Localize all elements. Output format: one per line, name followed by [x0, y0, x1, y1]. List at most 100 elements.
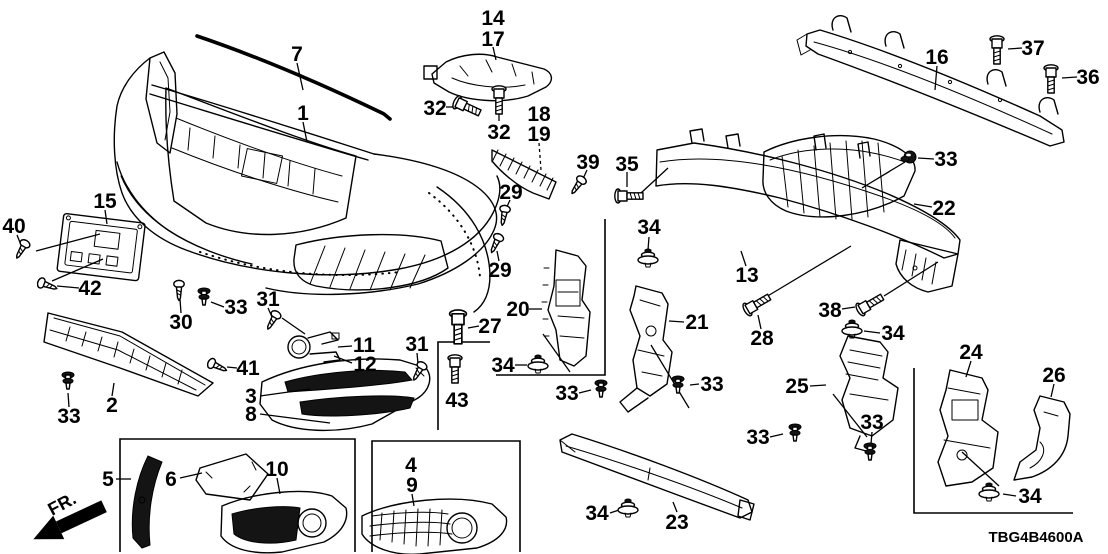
part-13-lower-beam — [655, 128, 961, 293]
callout-36-12: 36 — [1076, 66, 1099, 89]
part-7-front-grille-molding — [195, 34, 392, 121]
callout-39-8: 39 — [576, 151, 599, 174]
clip-33-icon — [61, 371, 75, 390]
callout-12-24: 12 — [353, 353, 376, 376]
callout-32-4: 32 — [423, 97, 446, 120]
bolt-35-icon — [614, 188, 644, 204]
callout-17-1: 17 — [481, 28, 504, 51]
part-16-upper-bulkhead-beam — [796, 14, 1065, 147]
callout-40-18: 40 — [2, 215, 25, 238]
callout-10-53: 10 — [265, 458, 288, 481]
part-21-air-guide-side — [619, 285, 673, 413]
part-6-fog-cover — [195, 453, 269, 501]
part-15-license-plate-base — [56, 212, 146, 282]
callout-14-0: 14 — [481, 7, 505, 30]
callout-24-45: 24 — [959, 341, 983, 364]
screw-41-icon — [205, 356, 230, 376]
clip-33-icon — [788, 423, 802, 442]
clip-34-icon — [841, 319, 863, 339]
clip-33-icon — [594, 379, 608, 398]
part-3-8-center-garnish — [259, 358, 431, 432]
clip-33-icon — [671, 375, 685, 394]
callout-28-39: 28 — [750, 327, 774, 350]
bolt-28-icon — [740, 290, 774, 318]
callout-19-7: 19 — [527, 123, 550, 146]
screw-29-icon — [496, 203, 512, 227]
screw-30-icon — [173, 279, 185, 302]
part-1-front-bumper-face — [113, 51, 501, 313]
bolt-37-icon — [989, 35, 1005, 65]
bolt-43-icon — [447, 354, 463, 384]
diagram-code: TBG4B4600A — [988, 529, 1083, 546]
callout-26-46: 26 — [1042, 364, 1065, 387]
fr-direction-arrow: FR. — [33, 488, 107, 540]
callout-6-52: 6 — [165, 468, 177, 491]
callout-31-22: 31 — [256, 288, 280, 311]
callout-7-2: 7 — [291, 43, 303, 66]
callout-41-25: 41 — [236, 357, 260, 380]
callout-33-13: 33 — [934, 148, 957, 171]
callout-33-35: 33 — [555, 382, 578, 405]
part-4-9-fog-garnish-right — [361, 498, 508, 554]
callout-3-28: 3 — [245, 385, 257, 408]
callout-32-5: 32 — [487, 121, 510, 144]
part-11-12-fog-cap — [287, 331, 341, 363]
clip-33-icon — [197, 287, 211, 306]
callout-29-15: 29 — [499, 181, 522, 204]
callout-13-38: 13 — [735, 264, 758, 287]
callout-8-29: 8 — [245, 403, 257, 426]
callout-31-30: 31 — [405, 333, 429, 356]
bolt-38-icon — [853, 290, 887, 318]
part-20-air-guide-center — [541, 249, 591, 367]
callout-34-48: 34 — [585, 502, 609, 525]
callout-21-37: 21 — [685, 311, 709, 334]
part-24-air-guide-bracket — [937, 369, 999, 487]
callout-1-3: 1 — [297, 102, 309, 125]
part-26-bracket-hook — [1013, 395, 1071, 481]
callout-23-49: 23 — [665, 511, 688, 534]
callout-18-6: 18 — [527, 103, 551, 126]
screw-39-icon — [567, 173, 589, 198]
callout-33-44: 33 — [746, 426, 769, 449]
clip-34-icon — [978, 482, 1000, 502]
callout-4-54: 4 — [405, 454, 417, 477]
callout-20-33: 20 — [506, 298, 529, 321]
clip-34-icon — [617, 498, 639, 518]
callout-33-47: 33 — [860, 411, 883, 434]
part-25-bracket — [839, 335, 899, 453]
screw-31-icon — [262, 308, 284, 333]
callout-5-51: 5 — [102, 468, 114, 491]
part-5-corner-blade — [131, 455, 163, 549]
callout-35-9: 35 — [615, 153, 639, 176]
part-18-19-corner-garnish — [491, 149, 557, 200]
callout-34-36: 34 — [637, 216, 661, 239]
callout-25-42: 25 — [785, 375, 809, 398]
callout-27-32: 27 — [478, 315, 501, 338]
callout-33-27: 33 — [57, 405, 80, 428]
part-23-lower-absorber — [559, 433, 755, 521]
part-2-lower-grille — [43, 312, 214, 397]
bolt-36-icon — [1043, 64, 1059, 94]
callout-37-11: 37 — [1021, 37, 1044, 60]
screw-29-icon — [486, 231, 506, 256]
bolt-27-icon — [448, 309, 468, 345]
clip-33-icon — [863, 442, 877, 461]
callout-16-10: 16 — [925, 46, 948, 69]
group-frames — [119, 219, 1073, 552]
callout-34-41: 34 — [881, 322, 905, 345]
callout-29-16: 29 — [488, 259, 511, 282]
callout-34-50: 34 — [1018, 485, 1042, 508]
callout-38-40: 38 — [818, 299, 842, 322]
callout-43-31: 43 — [445, 389, 468, 412]
callout-33-21: 33 — [224, 296, 247, 319]
grommet-33-icon — [900, 150, 917, 164]
callout-30-20: 30 — [169, 311, 192, 334]
screw-40-icon — [11, 237, 33, 262]
part-10-fog-garnish-left — [220, 490, 348, 554]
callout-15-17: 15 — [93, 190, 117, 213]
clip-34-icon — [637, 248, 659, 268]
callout-9-55: 9 — [406, 474, 418, 497]
callout-2-26: 2 — [106, 394, 118, 417]
